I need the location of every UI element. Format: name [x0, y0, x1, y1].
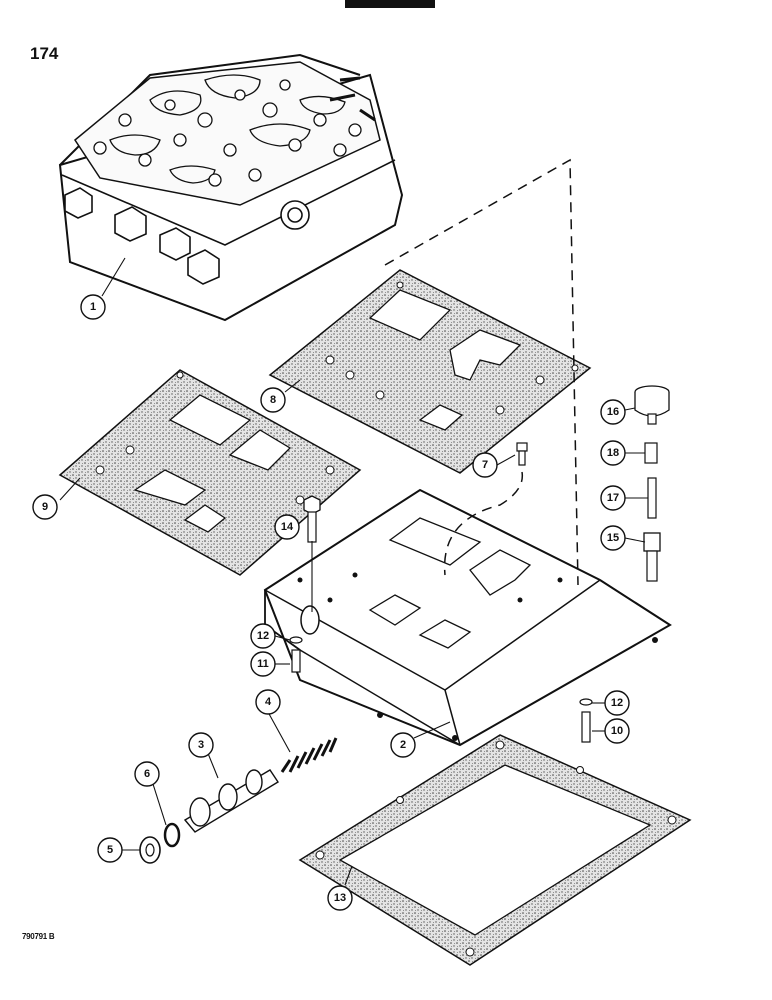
svg-text:8: 8: [270, 394, 276, 406]
gasket-lower: [58, 369, 362, 576]
oring-6: [163, 822, 181, 848]
svg-text:10: 10: [611, 725, 623, 737]
callout-2: 2: [390, 732, 416, 758]
spacer-18: [644, 442, 658, 464]
svg-text:15: 15: [607, 532, 619, 544]
callout-17: 17: [600, 485, 626, 511]
callout-16: 16: [600, 399, 626, 425]
svg-text:14: 14: [281, 521, 294, 533]
callout-18: 18: [600, 440, 626, 466]
svg-text:3: 3: [198, 739, 204, 751]
control-valve-assembly: [58, 53, 404, 322]
bolt-10-washer-12: [579, 698, 593, 743]
svg-text:12: 12: [257, 630, 269, 642]
svg-text:1: 1: [90, 301, 96, 313]
callout-9: 9: [32, 494, 58, 520]
callout-1: 1: [80, 294, 106, 320]
alignment-lines: [384, 158, 579, 586]
callout-12b: 12: [604, 690, 630, 716]
callout-8: 8: [260, 387, 286, 413]
callout-14: 14: [274, 514, 300, 540]
callout-10: 10: [604, 718, 630, 744]
svg-text:5: 5: [107, 844, 113, 856]
svg-text:4: 4: [265, 696, 272, 708]
screw-7: [516, 442, 528, 466]
callout-4: 4: [255, 689, 281, 715]
figure-code: 790791 B: [22, 932, 55, 941]
svg-text:7: 7: [482, 459, 488, 471]
gasket-bottom: [298, 734, 692, 966]
svg-text:11: 11: [257, 658, 269, 670]
callout-3: 3: [188, 732, 214, 758]
svg-text:13: 13: [334, 892, 346, 904]
stud-17: [647, 477, 657, 519]
svg-text:12: 12: [611, 697, 623, 709]
callout-6: 6: [134, 761, 160, 787]
plug-5: [139, 836, 161, 864]
page-number: 174: [30, 44, 59, 63]
gasket-upper: [268, 269, 592, 474]
svg-text:17: 17: [607, 492, 619, 504]
svg-text:9: 9: [42, 501, 48, 513]
page-header-fragment: [345, 0, 435, 8]
svg-text:2: 2: [400, 739, 406, 751]
spring-4: [280, 737, 338, 773]
callout-11: 11: [250, 651, 276, 677]
manifold-plate: [263, 488, 672, 747]
svg-text:18: 18: [607, 447, 619, 459]
bolt-11-washer-12: [289, 636, 303, 673]
callout-7: 7: [472, 452, 498, 478]
callout-12a: 12: [250, 623, 276, 649]
screw-15: [643, 532, 661, 582]
svg-text:16: 16: [607, 406, 619, 418]
callout-13: 13: [327, 885, 353, 911]
callout-15: 15: [600, 525, 626, 551]
bolt-14: [303, 495, 321, 543]
spool-3: [183, 769, 279, 833]
plug-16: [634, 385, 670, 425]
svg-text:6: 6: [144, 768, 150, 780]
callout-5: 5: [97, 837, 123, 863]
